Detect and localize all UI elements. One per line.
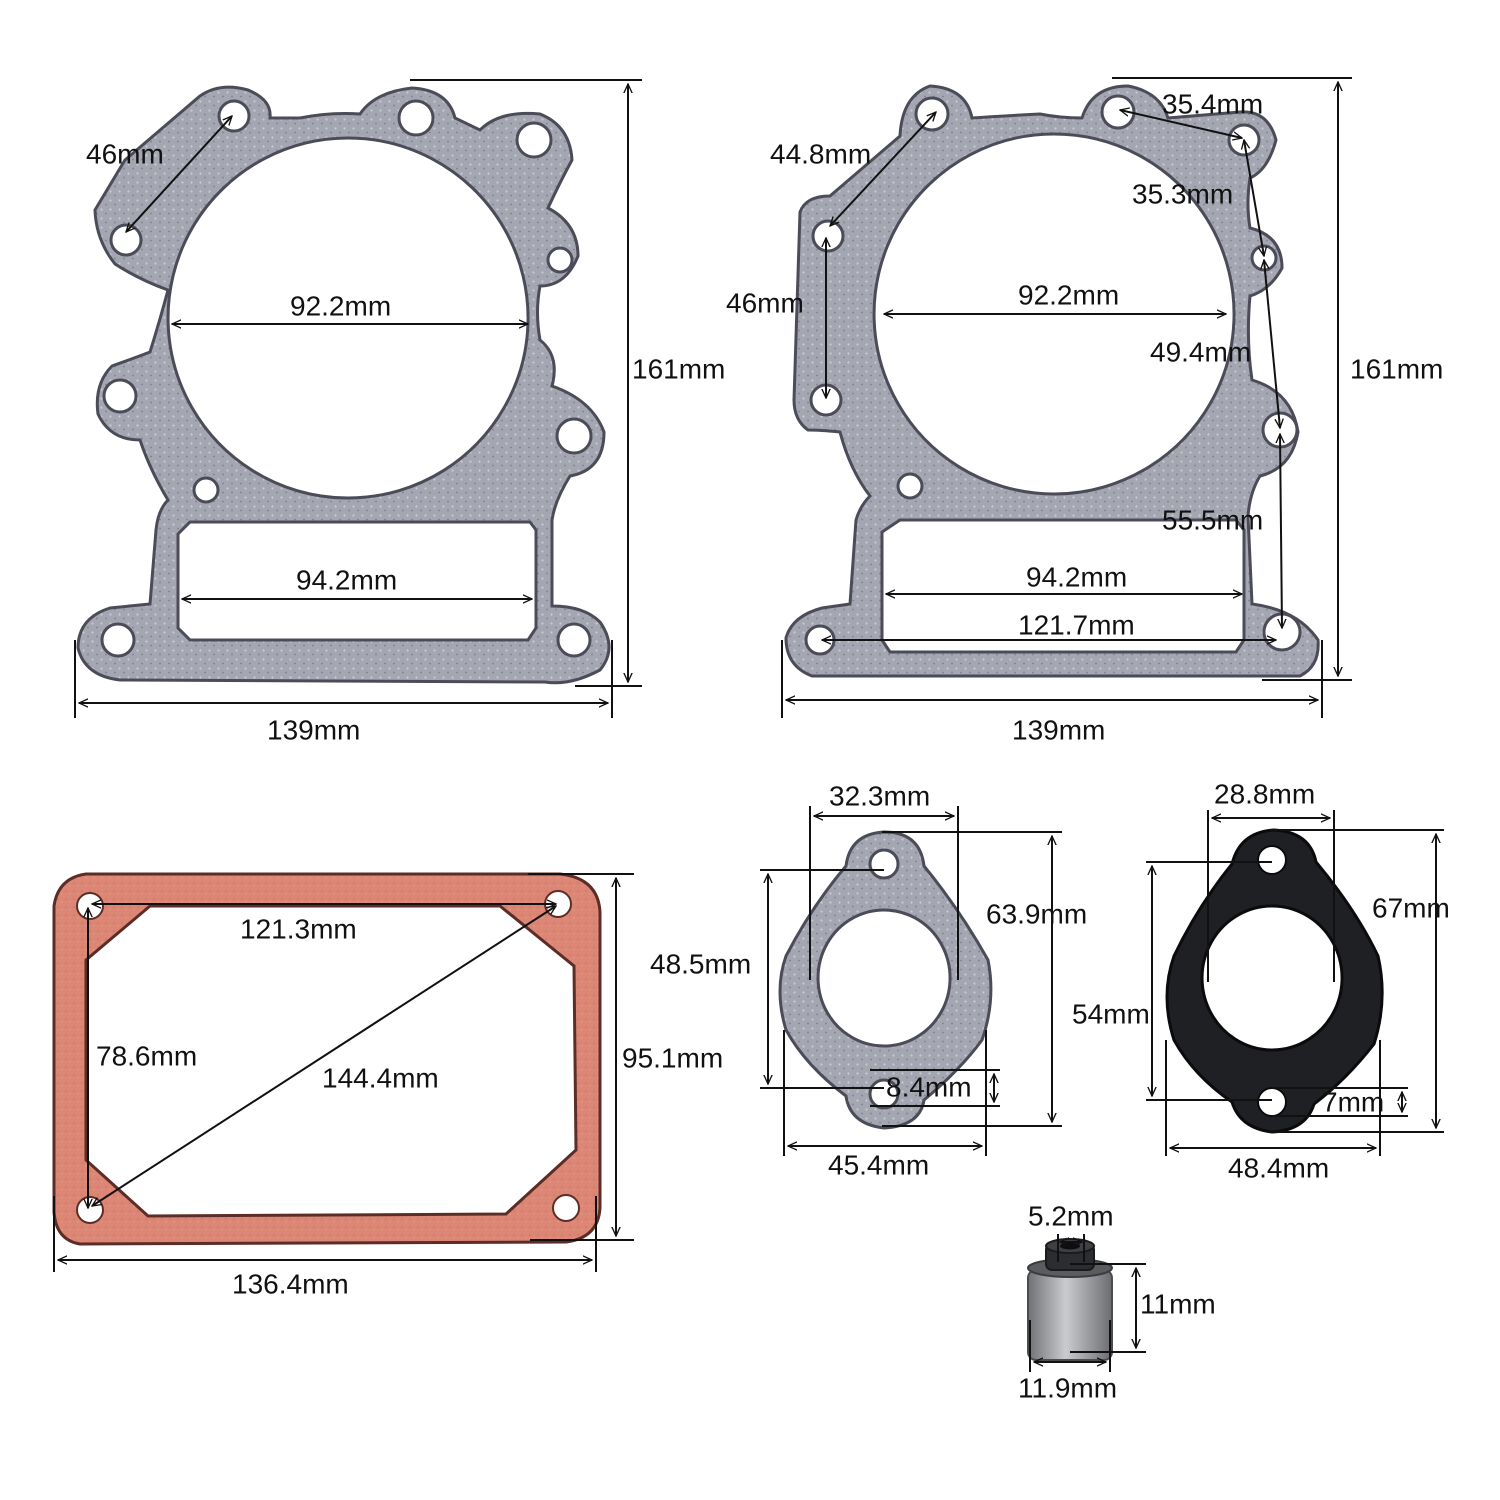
inner-window-label: 94.2mm: [296, 564, 397, 595]
width-label: 48.4mm: [1228, 1152, 1329, 1183]
top-hole-spacing-label: 35.4mm: [1162, 88, 1263, 119]
hole-spacing-top-label: 121.3mm: [240, 913, 357, 944]
intake-gasket-icon: [1165, 828, 1384, 1134]
valve-stem-seal: 5.2mm 11mm 11.9mm: [1018, 1200, 1216, 1403]
bore-width-label: 32.3mm: [829, 780, 930, 811]
height-label: 67mm: [1372, 892, 1450, 923]
head-gasket-right: 35.4mm 44.8mm 35.3mm 46mm 92.2mm 49.4mm …: [726, 77, 1443, 745]
hole-spacing-side-label: 78.6mm: [96, 1040, 197, 1071]
hole-spacing-label: 48.5mm: [650, 948, 751, 979]
inner-diameter-label: 5.2mm: [1028, 1200, 1114, 1231]
width-label: 139mm: [1012, 714, 1105, 745]
height-label: 63.9mm: [986, 898, 1087, 929]
intake-gasket-black: 28.8mm 67mm 54mm 7mm 48.4mm: [1072, 778, 1450, 1183]
width-label: 139mm: [267, 714, 360, 745]
bottom-hole-spacing-label: 121.7mm: [1018, 609, 1135, 640]
side-hole-spacing-label: 35.3mm: [1132, 178, 1233, 209]
width-label: 45.4mm: [828, 1149, 929, 1180]
height-label: 95.1mm: [622, 1042, 723, 1073]
left-diagonal-label: 44.8mm: [770, 138, 871, 169]
left-vertical-label: 46mm: [726, 287, 804, 318]
valve-stem-seal-icon: [1027, 1238, 1113, 1361]
right-vertical-lower-label: 55.5mm: [1162, 504, 1263, 535]
height-label: 161mm: [1350, 353, 1443, 384]
height-label: 161mm: [632, 353, 725, 384]
hole-spacing-label: 54mm: [1072, 998, 1150, 1029]
inner-window-label: 94.2mm: [1026, 561, 1127, 592]
hole-diagonal-label: 144.4mm: [322, 1062, 439, 1093]
outer-diameter-label: 11.9mm: [1018, 1372, 1117, 1403]
valve-cover-gasket: 121.3mm 78.6mm 144.4mm 95.1mm 136.4mm: [52, 872, 723, 1299]
bore-width-label: 28.8mm: [1214, 778, 1315, 809]
bore-label: 92.2mm: [290, 290, 391, 321]
bore-label: 92.2mm: [1018, 279, 1119, 310]
height-label: 11mm: [1140, 1288, 1216, 1319]
width-label: 136.4mm: [232, 1268, 349, 1299]
hole-diameter-label: 7mm: [1322, 1086, 1384, 1117]
intake-gasket-silver: 32.3mm 63.9mm 48.5mm 8.4mm 45.4mm: [650, 780, 1087, 1180]
hole-diameter-label: 8.4mm: [886, 1071, 972, 1102]
head-gasket-left: 46mm 92.2mm 94.2mm 161mm 139mm: [74, 79, 725, 745]
hole-diagonal-label: 46mm: [86, 138, 164, 169]
right-vertical-upper-label: 49.4mm: [1150, 336, 1251, 367]
